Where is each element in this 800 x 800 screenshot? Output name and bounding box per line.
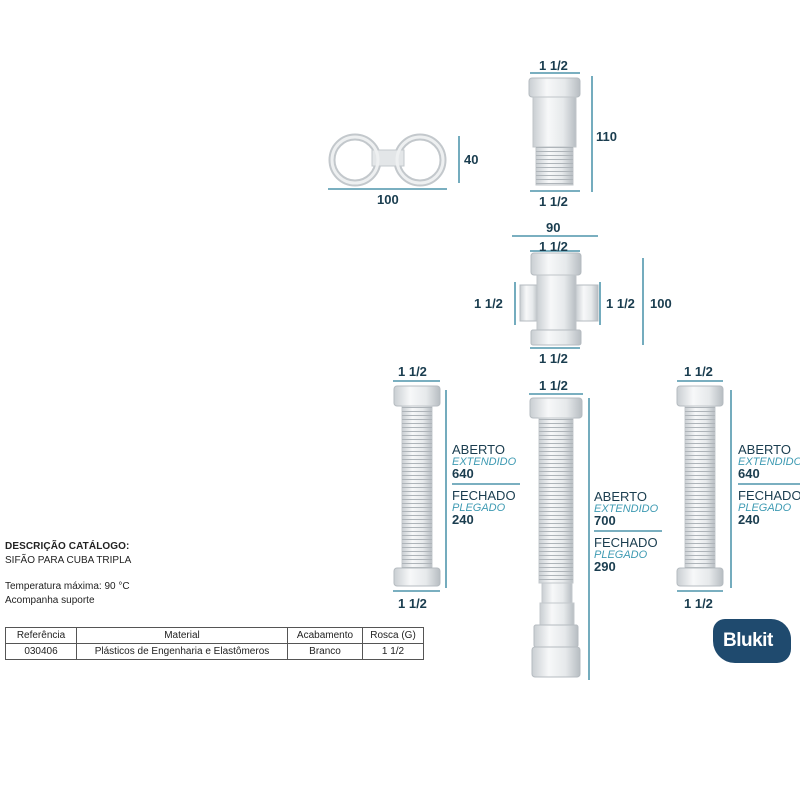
right-hose-bottom-thread-label: 1 1/2 bbox=[684, 596, 713, 611]
center-hose-open-value: 700 bbox=[594, 513, 616, 528]
center-hose-drawing bbox=[529, 397, 583, 678]
adapter-top-thread-label: 1 1/2 bbox=[539, 58, 568, 73]
table-row: 030406 Plásticos de Engenharia e Elastôm… bbox=[5, 643, 424, 660]
right-hose-closed-sublabel: PLEGADO bbox=[738, 502, 792, 514]
header-finish: Acabamento bbox=[287, 627, 363, 644]
header-thread: Rosca (G) bbox=[362, 627, 424, 644]
catalog-title: DESCRIÇÃO CATÁLOGO: bbox=[5, 541, 130, 552]
right-hose-open-label: ABERTO bbox=[738, 442, 791, 457]
spec-table: Referência Material Acabamento Rosca (G)… bbox=[5, 627, 424, 660]
adapter-bottom-thread-label: 1 1/2 bbox=[539, 194, 568, 209]
cross-height-label: 100 bbox=[650, 296, 672, 311]
right-hose-closed-label: FECHADO bbox=[738, 488, 800, 503]
left-hose-top-thread-label: 1 1/2 bbox=[398, 364, 427, 379]
adapter-dimension-lines bbox=[530, 72, 593, 192]
adapter-drawing bbox=[528, 77, 581, 186]
cross-dimension-lines bbox=[512, 235, 644, 349]
header-material: Material bbox=[76, 627, 288, 644]
left-hose-dimension-lines bbox=[393, 380, 520, 592]
cell-reference: 030406 bbox=[5, 643, 77, 660]
brand-name: Blukit bbox=[723, 630, 773, 651]
center-hose-dimension-lines bbox=[529, 393, 662, 680]
left-hose-open-label: ABERTO bbox=[452, 442, 505, 457]
cross-top-thread-label: 1 1/2 bbox=[539, 239, 568, 254]
left-hose-open-value: 640 bbox=[452, 466, 474, 481]
left-hose-closed-label: FECHADO bbox=[452, 488, 516, 503]
catalog-subtitle: SIFÃO PARA CUBA TRIPLA bbox=[5, 555, 132, 566]
adapter-height-label: 110 bbox=[596, 129, 617, 144]
support-height-label: 40 bbox=[464, 152, 479, 167]
cross-width-label: 90 bbox=[546, 220, 561, 235]
spec-table-header-row: Referência Material Acabamento Rosca (G) bbox=[5, 627, 424, 644]
center-hose-top-thread-label: 1 1/2 bbox=[539, 378, 568, 393]
cross-fitting-drawing bbox=[519, 252, 599, 346]
cross-left-thread-label: 1 1/2 bbox=[474, 296, 503, 311]
support-bracket-drawing bbox=[328, 133, 447, 187]
cross-right-thread-label: 1 1/2 bbox=[606, 296, 635, 311]
right-hose-closed-value: 240 bbox=[738, 512, 760, 527]
center-hose-open-sublabel: EXTENDIDO bbox=[594, 503, 659, 515]
left-hose-open-sublabel: EXTENDIDO bbox=[452, 456, 517, 468]
right-hose-top-thread-label: 1 1/2 bbox=[684, 364, 713, 379]
blukit-logo: Blukit bbox=[713, 619, 791, 663]
support-width-label: 100 bbox=[377, 192, 399, 207]
left-hose-drawing bbox=[393, 385, 441, 587]
center-hose-open-label: ABERTO bbox=[594, 489, 647, 504]
right-hose-dimension-lines bbox=[677, 380, 800, 592]
cell-thread: 1 1/2 bbox=[362, 643, 424, 660]
cell-finish: Branco bbox=[287, 643, 363, 660]
right-hose-open-sublabel: EXTENDIDO bbox=[738, 456, 800, 468]
right-hose-open-value: 640 bbox=[738, 466, 760, 481]
note-max-temperature: Temperatura máxima: 90 °C bbox=[5, 581, 130, 592]
cross-bottom-thread-label: 1 1/2 bbox=[539, 351, 568, 366]
header-reference: Referência bbox=[5, 627, 77, 644]
support-dimension-lines bbox=[328, 136, 460, 190]
center-hose-closed-value: 290 bbox=[594, 559, 616, 574]
left-hose-bottom-thread-label: 1 1/2 bbox=[398, 596, 427, 611]
center-hose-closed-label: FECHADO bbox=[594, 535, 658, 550]
left-hose-closed-sublabel: PLEGADO bbox=[452, 502, 506, 514]
left-hose-closed-value: 240 bbox=[452, 512, 474, 527]
note-includes-support: Acompanha suporte bbox=[5, 595, 95, 606]
cell-material: Plásticos de Engenharia e Elastômeros bbox=[76, 643, 288, 660]
right-hose-drawing bbox=[676, 385, 724, 587]
center-hose-closed-sublabel: PLEGADO bbox=[594, 549, 648, 561]
